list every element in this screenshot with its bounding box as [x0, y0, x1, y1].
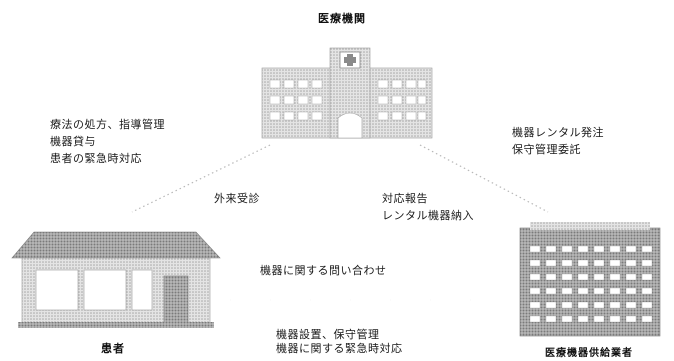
relation-patient-to-supplier: 機器に関する問い合わせ — [260, 262, 387, 279]
line-institution-supplier — [419, 144, 549, 213]
relation-institution-to-supplier: 機器レンタル発注 保守管理委託 — [512, 124, 604, 158]
relation-line: 機器に関する問い合わせ — [260, 264, 387, 277]
relation-line: 保守管理委託 — [512, 143, 581, 156]
house-icon — [11, 231, 221, 328]
relation-institution-to-patient: 療法の処方、指導管理 機器貸与 患者の緊急時対応 — [50, 116, 165, 167]
relation-line: 患者の緊急時対応 — [50, 152, 142, 165]
relation-supplier-to-institution: 対応報告 レンタル機器納入 — [382, 190, 474, 224]
relation-line: 機器設置、保守管理 — [276, 328, 380, 341]
office-building-icon — [519, 222, 661, 337]
line-institution-patient — [131, 144, 271, 213]
node-label-patient: 患者 — [101, 342, 125, 355]
node-label-medical-institution: 医療機関 — [318, 12, 366, 25]
relation-line: 機器貸与 — [50, 135, 96, 148]
node-label-supplier: 医療機器供給業者 — [545, 348, 633, 359]
connector-lines — [131, 144, 549, 301]
relation-line: 対応報告 — [382, 192, 428, 205]
relation-supplier-to-patient: 機器設置、保守管理 機器に関する緊急時対応 — [276, 328, 403, 356]
relation-line: 機器レンタル発注 — [512, 126, 604, 139]
relation-line: 療法の処方、指導管理 — [50, 118, 165, 131]
hospital-icon — [261, 47, 433, 139]
relation-patient-to-institution: 外来受診 — [214, 190, 260, 207]
relation-line: レンタル機器納入 — [382, 209, 474, 222]
relation-line: 機器に関する緊急時対応 — [276, 342, 403, 355]
relation-line: 外来受診 — [214, 192, 260, 205]
